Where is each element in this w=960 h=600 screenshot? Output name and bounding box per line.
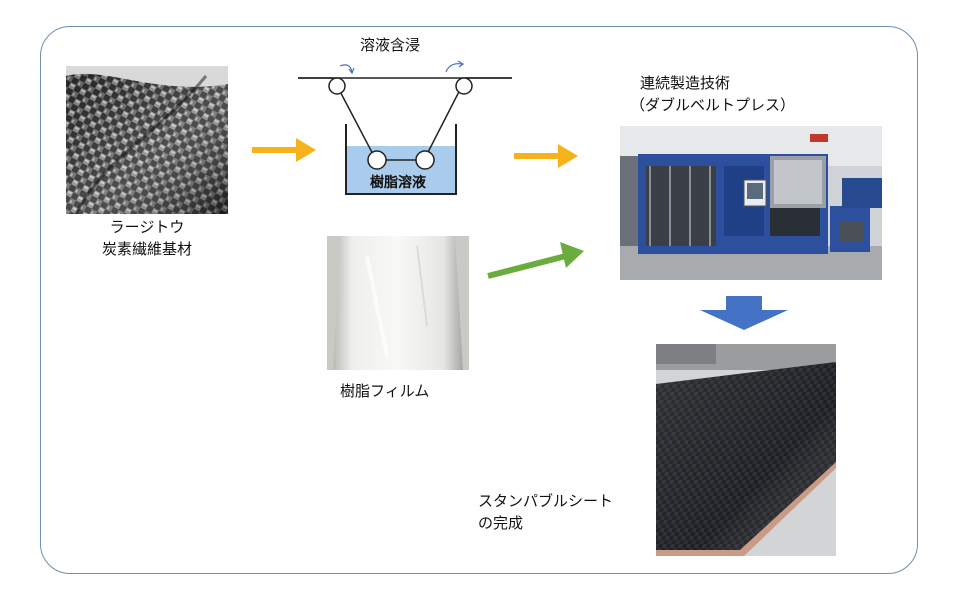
double-belt-press-photo bbox=[620, 126, 882, 280]
stampable-sheet-label-line1: スタンパブルシート bbox=[478, 492, 614, 510]
resin-solution-label: 樹脂溶液 bbox=[370, 175, 426, 191]
stampable-sheet-photo bbox=[656, 344, 836, 556]
arrow-right-icon bbox=[252, 138, 316, 162]
resin-film-label: 樹脂フィルム bbox=[340, 382, 430, 400]
stampable-sheet-label: スタンパブルシート の完成 bbox=[478, 490, 613, 534]
arrow-right-icon bbox=[514, 144, 578, 168]
resin-film-photo bbox=[327, 236, 469, 370]
arrow-down-icon bbox=[700, 296, 788, 330]
continuous-label-line2: （ダブルベルトプレス） bbox=[630, 96, 796, 114]
continuous-label: 連続製造技術 （ダブルベルトプレス） bbox=[630, 72, 795, 116]
carbon-fiber-label-line2: 炭素繊維基材 bbox=[101, 240, 192, 258]
impregnation-label: 溶液含浸 bbox=[360, 36, 421, 54]
diagram-frame bbox=[40, 26, 918, 574]
carbon-fiber-label: ラージトウ 炭素繊維基材 bbox=[66, 216, 228, 260]
stampable-sheet-label-line2: の完成 bbox=[478, 514, 524, 532]
arrow-right-icon bbox=[487, 242, 584, 279]
carbon-fiber-photo bbox=[66, 66, 228, 214]
carbon-fiber-label-line1: ラージトウ bbox=[109, 218, 185, 236]
continuous-label-line1: 連続製造技術 bbox=[640, 74, 731, 92]
